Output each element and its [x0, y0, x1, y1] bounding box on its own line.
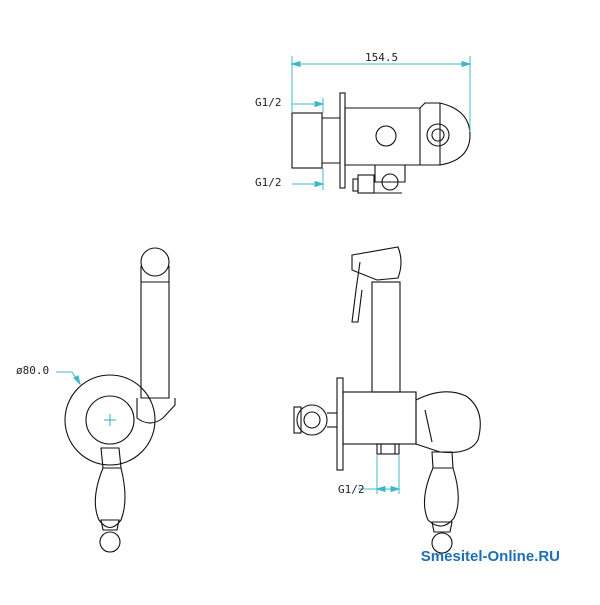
- dimension-diameter: ø80.0: [16, 364, 49, 377]
- dimension-side-thread: G1/2: [338, 483, 365, 496]
- dimension-top-thread-upper: G1/2: [255, 96, 282, 109]
- dimension-top-thread-lower: G1/2: [255, 176, 282, 189]
- front-view: [64, 247, 176, 553]
- watermark: Smesitel-Online.RU: [420, 548, 560, 565]
- side-view: [293, 246, 481, 554]
- top-view: [291, 92, 471, 194]
- dimension-top-width: 154.5: [365, 51, 398, 64]
- dimension-lines: [56, 56, 472, 494]
